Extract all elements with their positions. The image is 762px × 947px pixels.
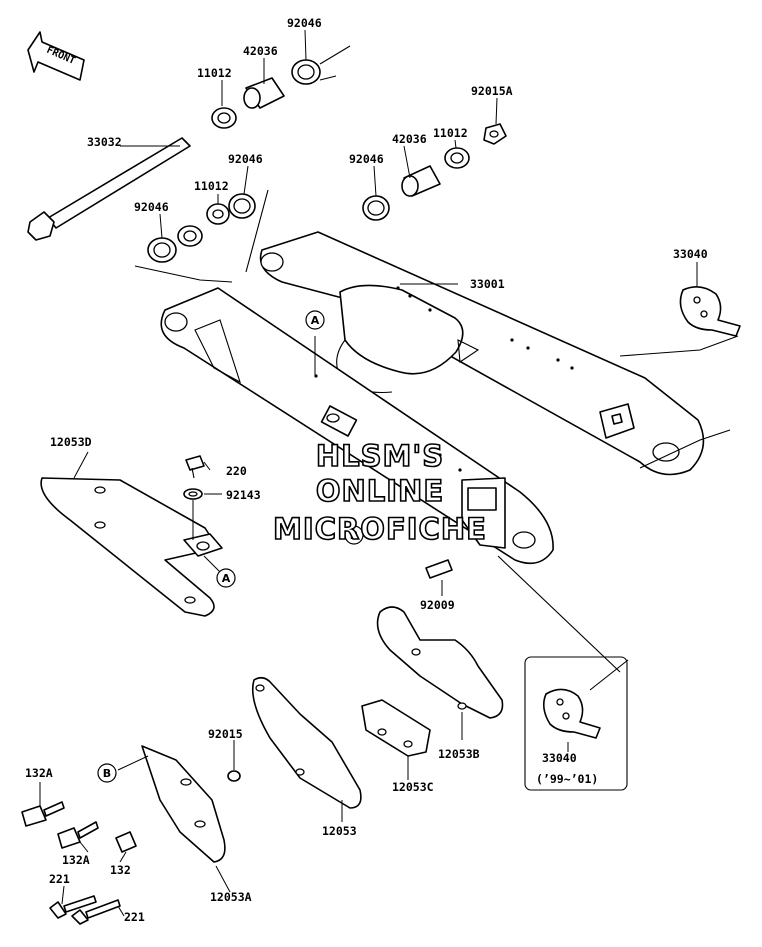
label-42036-top: 42036: [243, 44, 278, 58]
part-labels: 92046 42036 11012 92015A 11012 42036 920…: [25, 16, 708, 924]
label-92046-right: 92046: [349, 152, 384, 166]
swingarm-33001: [160, 231, 739, 565]
nut-92015: [227, 770, 241, 782]
svg-text:ONLINE: ONLINE: [316, 474, 444, 508]
label-92143: 92143: [226, 488, 261, 502]
label-42036-right: 42036: [392, 132, 427, 146]
leader-lines: [39, 29, 698, 917]
stud-92009: [425, 559, 453, 579]
washer-92143: [183, 488, 203, 500]
label-92009: 92009: [420, 598, 455, 612]
upper-bearing-group: [211, 45, 351, 129]
label-92046-mid: 92046: [228, 152, 263, 166]
svg-text:B: B: [103, 767, 111, 780]
chain-slider-12053B: [376, 606, 504, 719]
callout-B-lower: B: [97, 763, 117, 783]
watermark: HLSM'S ONLINE MICROFICHE: [272, 438, 487, 547]
label-92015: 92015: [208, 727, 243, 741]
chain-slider-12053C: [361, 699, 431, 757]
mid-bearing-group: [134, 189, 269, 283]
label-12053A: 12053A: [210, 890, 252, 904]
label-221-bottom: 221: [124, 910, 145, 924]
sprocket-plate-33040-top: [679, 286, 741, 337]
label-11012-right: 11012: [433, 126, 468, 140]
right-bearing-group: [362, 123, 507, 221]
label-92046-top: 92046: [287, 16, 322, 30]
svg-text:A: A: [311, 314, 320, 327]
label-33040-bottom: 33040: [542, 751, 577, 765]
callout-A-lower: A: [216, 568, 236, 588]
label-33040-top: 33040: [673, 247, 708, 261]
label-12053C: 12053C: [392, 780, 434, 794]
label-132A-top: 132A: [25, 766, 53, 780]
inset-box: [524, 656, 628, 791]
svg-text:HLSM'S: HLSM'S: [316, 439, 444, 473]
bolt-220: [185, 455, 205, 479]
sprocket-plate-33040-bottom: [542, 688, 601, 739]
chain-guard-12053A: [141, 745, 226, 863]
label-12053: 12053: [322, 824, 357, 838]
label-132: 132: [110, 863, 131, 877]
chain-slider-12053: [251, 676, 362, 809]
label-12053D: 12053D: [50, 435, 92, 449]
label-33001: 33001: [470, 277, 505, 291]
label-11012-top: 11012: [197, 66, 232, 80]
label-33032: 33032: [87, 135, 122, 149]
callout-A-upper: A: [305, 310, 325, 330]
label-132A-bottom: 132A: [62, 853, 90, 867]
bolt-132A-top: [21, 801, 65, 827]
label-220: 220: [226, 464, 247, 478]
bolt-132: [115, 831, 137, 853]
bolt-132A-bottom: [57, 821, 99, 849]
label-92015A: 92015A: [471, 84, 513, 98]
screw-221-bottom: [71, 899, 121, 925]
svg-text:B: B: [350, 529, 358, 542]
label-12053B: 12053B: [438, 747, 480, 761]
screw-221-top: [49, 895, 97, 919]
callout-B-upper: B: [344, 525, 364, 545]
label-33040-note: (’99~’01): [536, 772, 598, 786]
front-arrow-icon: FRONT: [27, 31, 85, 81]
label-221-top: 221: [49, 872, 70, 886]
label-92046-left: 92046: [134, 200, 169, 214]
pivot-shaft-33032: [27, 137, 191, 241]
svg-text:A: A: [222, 572, 231, 585]
svg-text:MICROFICHE: MICROFICHE: [273, 512, 487, 546]
label-11012-mid: 11012: [194, 179, 229, 193]
